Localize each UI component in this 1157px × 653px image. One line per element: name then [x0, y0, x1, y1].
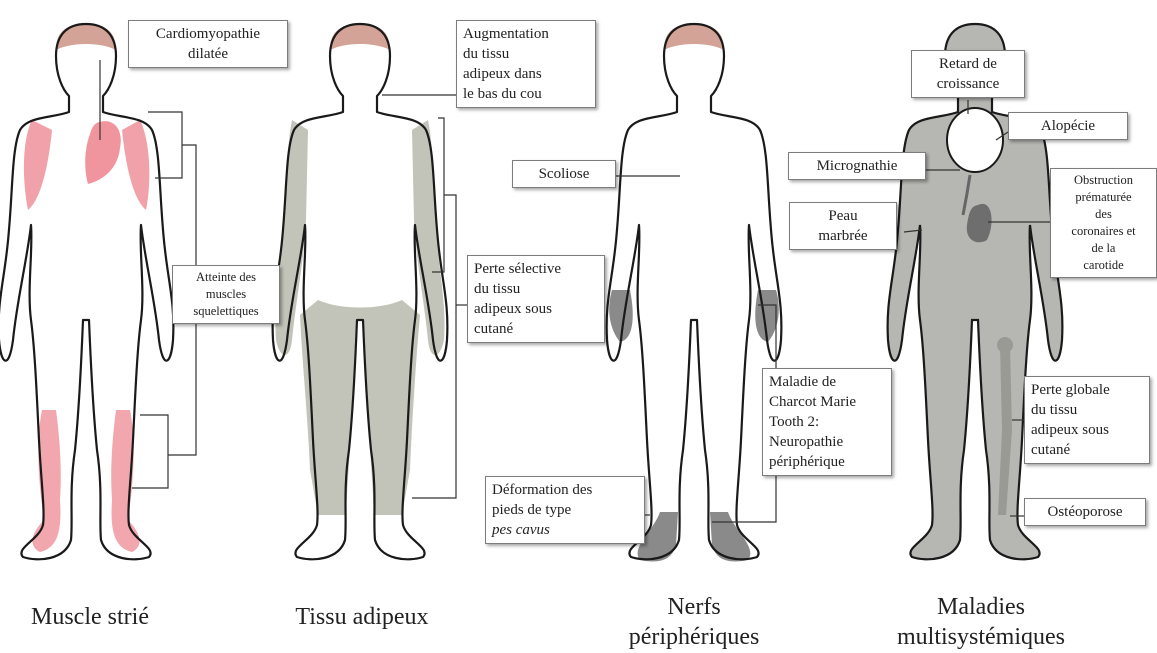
- left-calf-muscle: [32, 410, 60, 552]
- label-neck-fat-line: Augmentation: [463, 24, 589, 44]
- label-scoliosis: Scoliose: [512, 160, 616, 188]
- label-coronary-line: prématurée: [1057, 189, 1150, 206]
- caption-muscle: Muscle strié: [0, 602, 180, 632]
- label-coronary-line: Obstruction: [1057, 172, 1150, 189]
- fat-body-fill: [273, 24, 448, 559]
- caption-nerves-line: périphériques: [594, 622, 794, 652]
- label-growth-line: Retard de: [918, 54, 1018, 74]
- label-cardiomyopathy-line: Cardiomyopathie: [135, 24, 281, 44]
- caption-multisystem-line: multisystémiques: [866, 622, 1096, 652]
- label-osteoporosis: Ostéoporose: [1024, 498, 1146, 526]
- caption-nerves-line: Nerfs: [594, 592, 794, 622]
- label-cmt-line: périphérique: [769, 452, 885, 472]
- label-skin-line: marbrée: [796, 226, 890, 246]
- lower-bracket: [132, 415, 168, 488]
- label-scoliosis-line: Scoliose: [519, 164, 609, 184]
- label-fat-loss-line: Perte sélective: [474, 259, 598, 279]
- multi-head: [947, 108, 1003, 172]
- label-growth-line: croissance: [918, 74, 1018, 94]
- label-cmt-line: Maladie de: [769, 372, 885, 392]
- label-micrognathia-line: Micrognathie: [795, 156, 919, 176]
- label-feet-italic-line: pes cavus: [492, 520, 638, 540]
- label-fat-loss-line: cutané: [474, 319, 598, 339]
- fat-legs: [300, 300, 420, 515]
- label-coronary-line: carotide: [1057, 257, 1150, 274]
- label-cmt-line: Charcot Marie: [769, 392, 885, 412]
- label-alopecia-line: Alopécie: [1015, 116, 1121, 136]
- label-coronary-line: coronaires et: [1057, 223, 1150, 240]
- label-neck-fat-line: du tissu: [463, 44, 589, 64]
- label-cmt-line: Tooth 2:: [769, 412, 885, 432]
- caption-adipose: Tissu adipeux: [262, 602, 462, 632]
- multi-body: [888, 24, 1063, 559]
- muscle-body-fill: [0, 24, 173, 559]
- caption-adipose-line: Tissu adipeux: [262, 602, 462, 632]
- femur-head: [997, 337, 1013, 353]
- label-feet-line: pieds de type: [492, 500, 638, 520]
- label-global-fat-line: Perte globale: [1031, 380, 1143, 400]
- caption-muscle-line: Muscle strié: [0, 602, 180, 632]
- label-cardiomyopathy-line: dilatée: [135, 44, 281, 64]
- label-alopecia: Alopécie: [1008, 112, 1128, 140]
- label-skeletal-muscle-line: muscles: [179, 286, 273, 303]
- label-skeletal-muscle-line: squelettiques: [179, 303, 273, 320]
- label-global-fat-line: adipeux sous: [1031, 420, 1143, 440]
- caption-multisystem-line: Maladies: [866, 592, 1096, 622]
- label-coronary-line: de la: [1057, 240, 1150, 257]
- label-neck-fat-line: le bas du cou: [463, 84, 589, 104]
- label-global-fat-line: cutané: [1031, 440, 1143, 460]
- label-osteoporosis-line: Ostéoporose: [1031, 502, 1139, 522]
- label-cmt-line: Neuropathie: [769, 432, 885, 452]
- label-skeletal-muscle-line: Atteinte des: [179, 269, 273, 286]
- label-skin-line: Peau: [796, 206, 890, 226]
- label-neck-fat-line: adipeux dans: [463, 64, 589, 84]
- label-global-fat-line: du tissu: [1031, 400, 1143, 420]
- label-micrognathia: Micrognathie: [788, 152, 926, 180]
- label-fat-loss-line: du tissu: [474, 279, 598, 299]
- label-feet-line: Déformation des: [492, 480, 638, 500]
- label-coronary-line: des: [1057, 206, 1150, 223]
- right-calf-muscle: [111, 410, 139, 552]
- label-fat-loss-line: adipeux sous: [474, 299, 598, 319]
